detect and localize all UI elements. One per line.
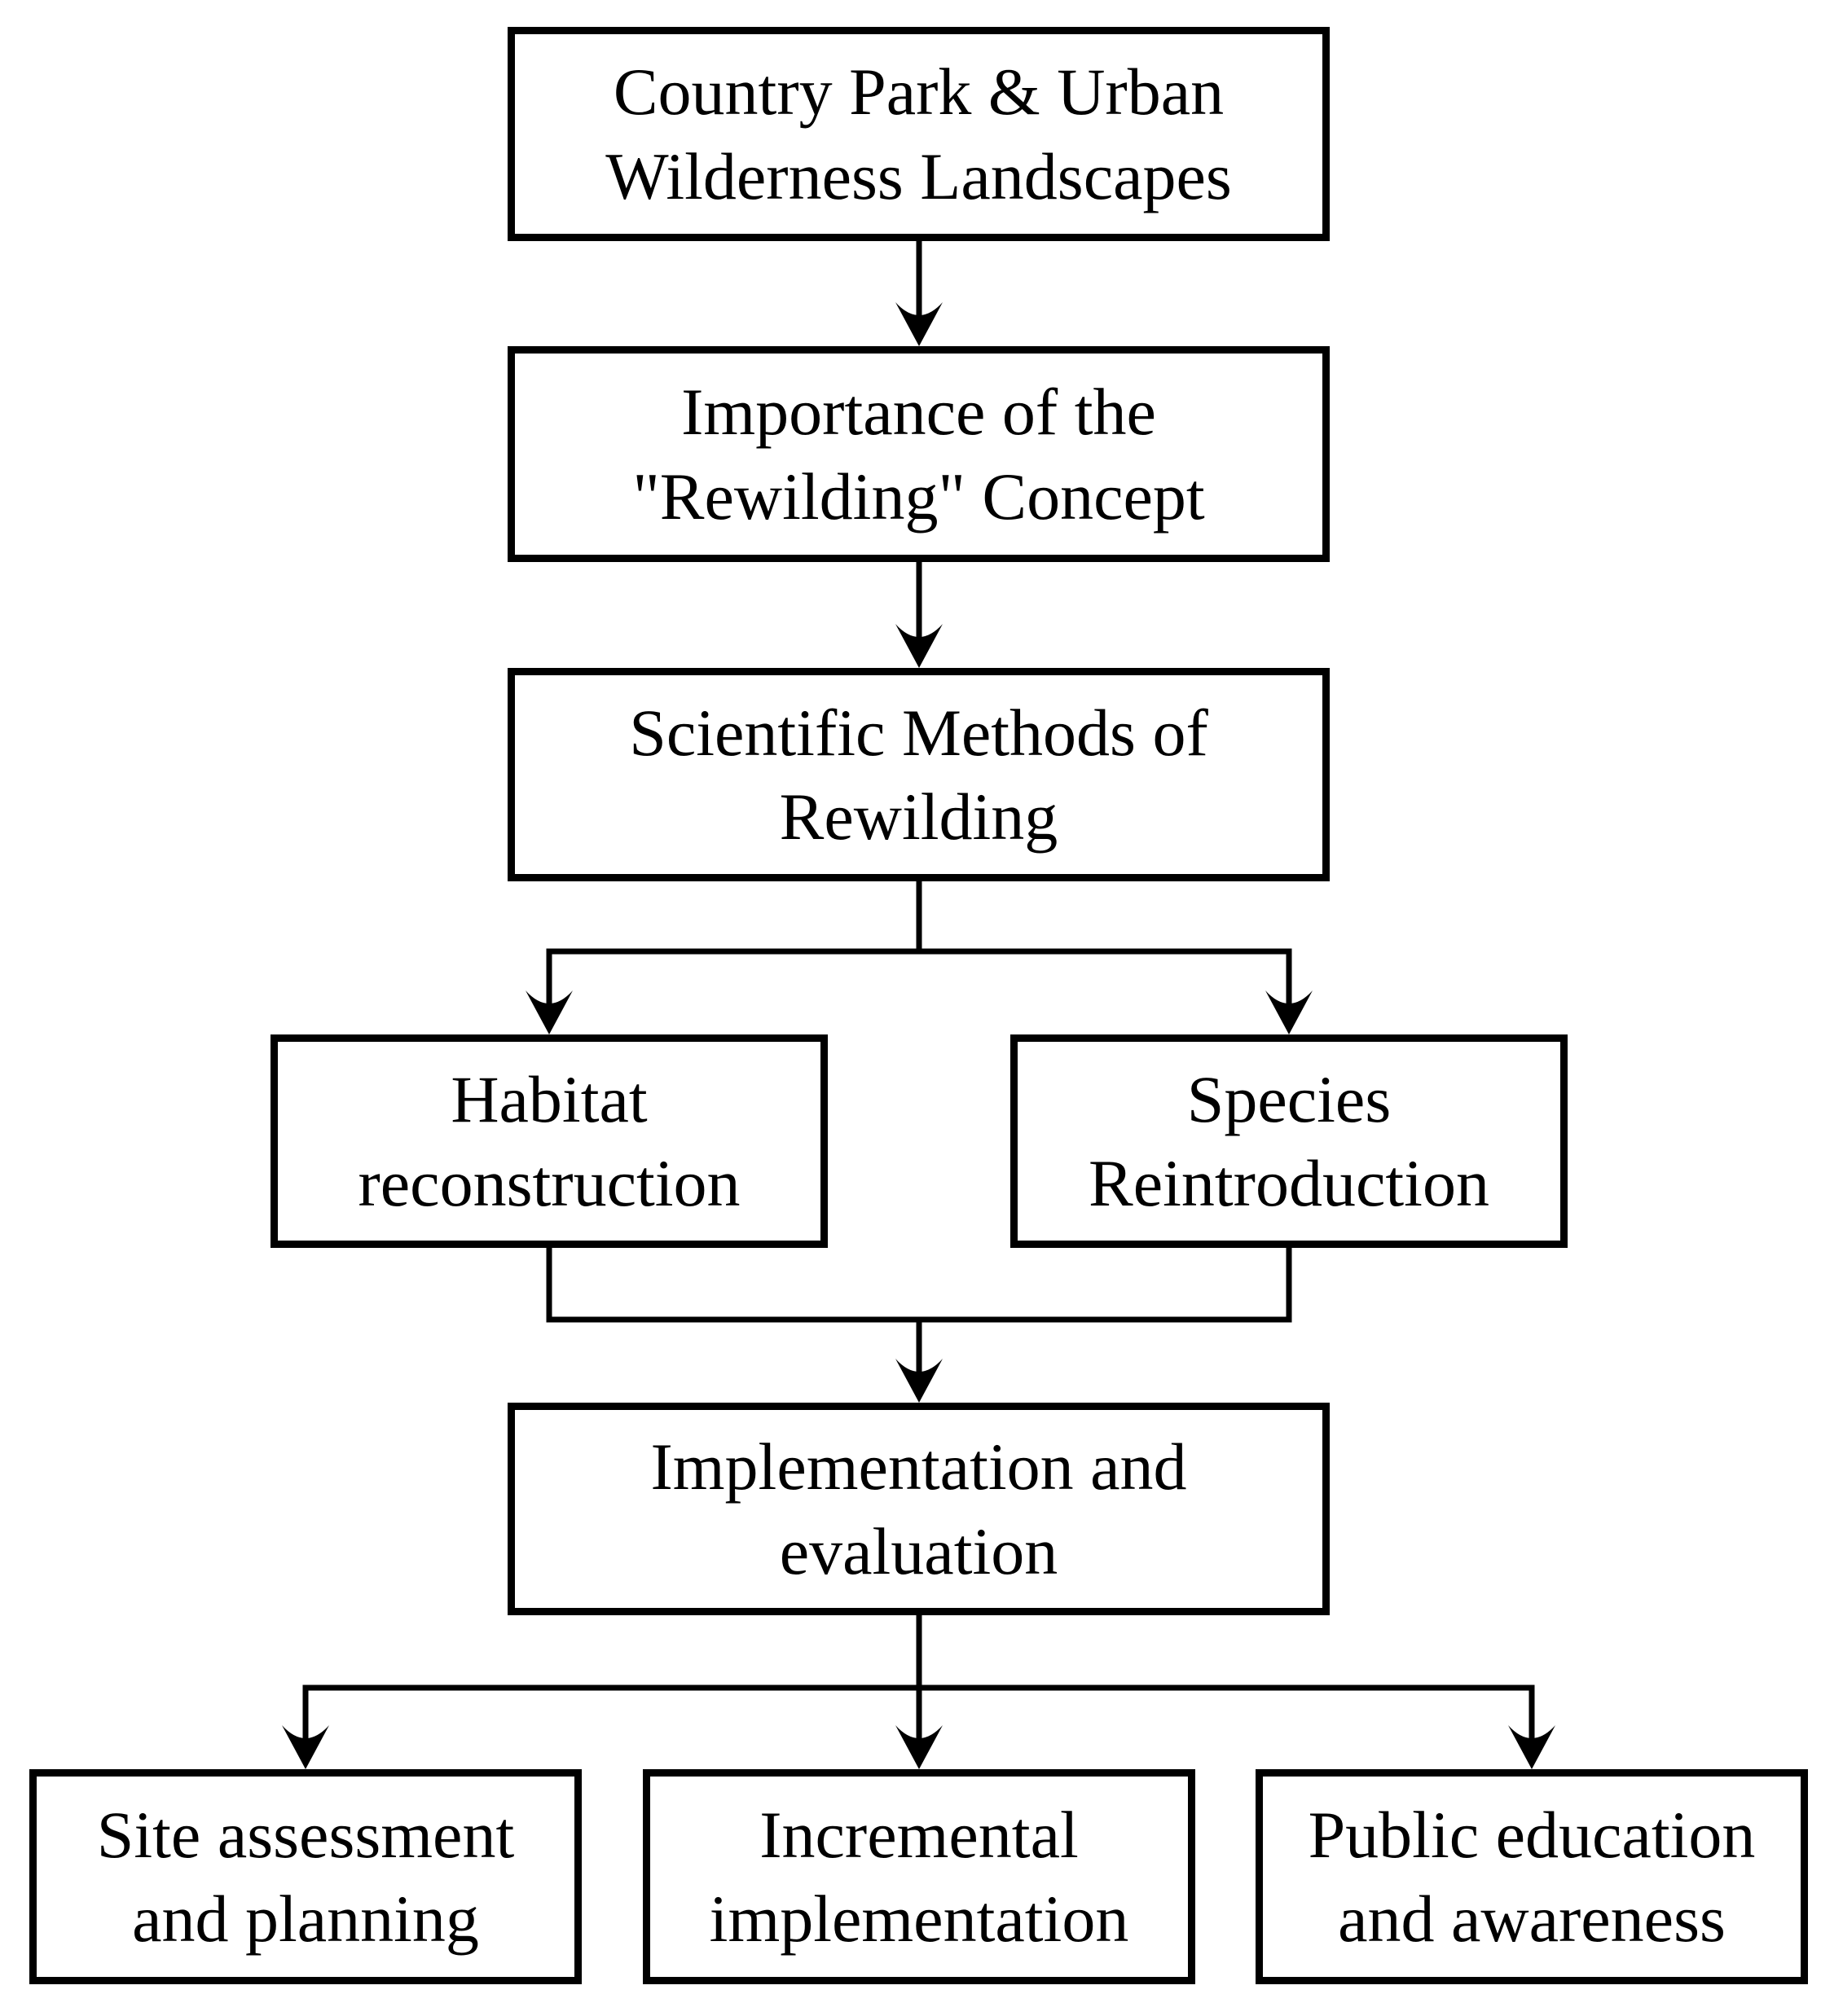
node-label-line2: Rewilding: [779, 780, 1058, 854]
node-label-line2: Reintroduction: [1089, 1146, 1489, 1220]
node-label-line2: evaluation: [779, 1513, 1058, 1588]
node-scientific-methods-label: Scientific Methods of Rewilding: [629, 691, 1208, 859]
node-rewilding-importance: Importance of the "Rewilding" Concept: [508, 346, 1330, 562]
node-label-line1: Species: [1186, 1061, 1392, 1136]
node-label-line1: Importance of the: [681, 375, 1156, 450]
connector-importance-to-methods: [895, 562, 943, 668]
node-label-line2: reconstruction: [358, 1146, 741, 1220]
node-label-line2: and awareness: [1338, 1882, 1726, 1956]
node-label-line1: Incremental: [759, 1797, 1079, 1872]
node-label-line1: Site assessment: [96, 1797, 515, 1872]
node-public-education: Public education and awareness: [1256, 1769, 1808, 1984]
connector-country-to-importance: [895, 241, 943, 346]
node-implementation-evaluation: Implementation and evaluation: [508, 1403, 1330, 1615]
connector-merge-to-implementation: [546, 1248, 1292, 1403]
node-incremental-implementation: Incremental implementation: [643, 1769, 1195, 1984]
node-label-line1: Country Park & Urban: [613, 55, 1225, 130]
node-site-assessment: Site assessment and planning: [29, 1769, 582, 1984]
node-habitat-reconstruction: Habitat reconstruction: [271, 1034, 828, 1248]
node-rewilding-importance-label: Importance of the "Rewilding" Concept: [632, 370, 1204, 538]
node-public-education-label: Public education and awareness: [1309, 1793, 1756, 1961]
connector-methods-split: [526, 881, 1313, 1034]
node-label-line1: Implementation and: [650, 1430, 1187, 1504]
node-site-assessment-label: Site assessment and planning: [97, 1793, 514, 1961]
node-implementation-evaluation-label: Implementation and evaluation: [650, 1425, 1186, 1593]
node-label-line2: Wilderness Landscapes: [605, 138, 1232, 213]
node-scientific-methods: Scientific Methods of Rewilding: [508, 668, 1330, 881]
node-label-line2: "Rewilding" Concept: [632, 459, 1205, 534]
node-label-line1: Public education: [1308, 1797, 1756, 1872]
node-label-line2: and planning: [132, 1882, 479, 1956]
node-habitat-reconstruction-label: Habitat reconstruction: [358, 1057, 740, 1226]
node-label-line1: Habitat: [451, 1061, 648, 1136]
node-label-line2: implementation: [709, 1882, 1129, 1956]
node-label-line1: Scientific Methods of: [629, 695, 1208, 770]
connector-implementation-split: [282, 1615, 1555, 1769]
node-incremental-implementation-label: Incremental implementation: [710, 1793, 1129, 1961]
